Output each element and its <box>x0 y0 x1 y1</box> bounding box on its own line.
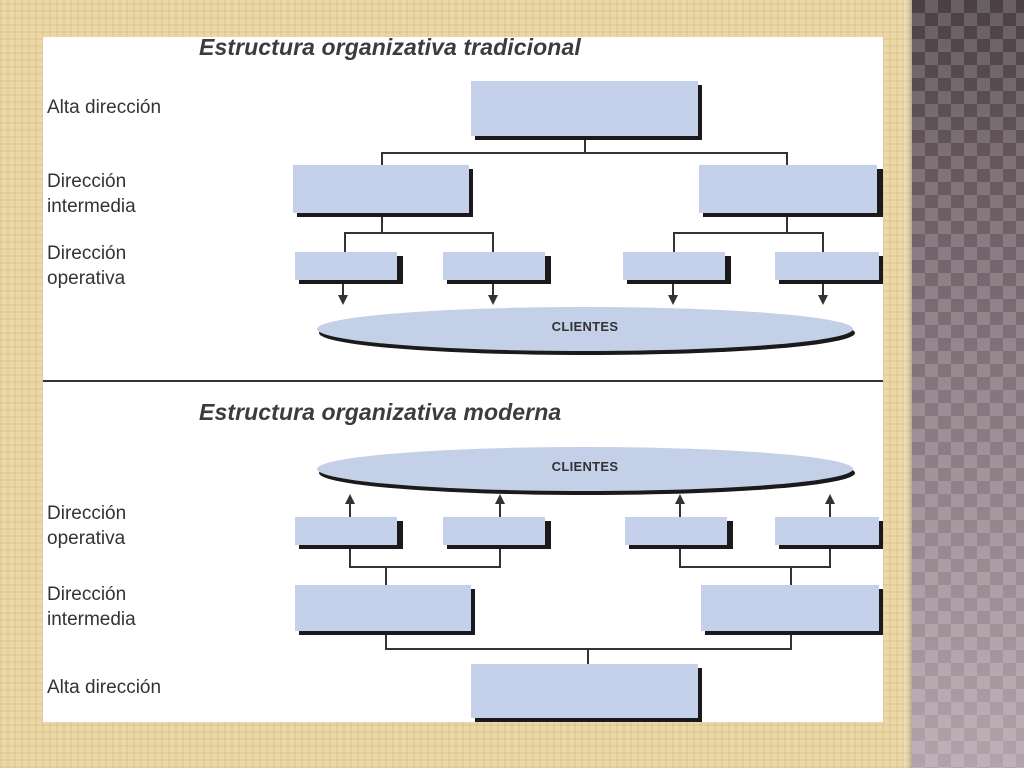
traditional-title: Estructura organizativa tradicional <box>199 34 581 60</box>
direccion-operativa-box <box>623 252 725 280</box>
traditional-intermedia-label: Dirección intermedia <box>47 169 136 219</box>
level-label-line: Dirección <box>47 171 127 192</box>
direccion-operativa-box <box>625 517 727 545</box>
direccion-intermedia-box <box>701 585 879 631</box>
clientes-ellipse <box>317 447 853 491</box>
org-structure-figure: Estructura organizativa tradicional Alta… <box>43 34 883 722</box>
traditional-operativa-label: Dirección operativa <box>47 241 126 291</box>
direccion-operativa-box <box>443 252 545 280</box>
direccion-intermedia-box <box>293 165 469 213</box>
alta-direccion-box <box>471 664 698 718</box>
traditional-connectors <box>344 138 824 252</box>
traditional-diagram <box>293 81 883 355</box>
direccion-operativa-box <box>295 517 397 545</box>
modern-diagram <box>295 447 883 722</box>
modern-operativa-label: Dirección operativa <box>47 501 126 551</box>
direccion-operativa-box <box>443 517 545 545</box>
traditional-clientes-label: CLIENTES <box>551 319 619 334</box>
modern-clientes-label: CLIENTES <box>551 459 619 474</box>
traditional-alta-label: Alta dirección <box>47 95 161 120</box>
modern-connectors <box>349 547 831 664</box>
modern-intermedia-label: Dirección intermedia <box>47 582 136 632</box>
direccion-intermedia-box <box>295 585 471 631</box>
level-label-line: operativa <box>47 528 126 549</box>
direccion-operativa-box <box>775 252 879 280</box>
direccion-operativa-box <box>295 252 397 280</box>
modern-title: Estructura organizativa moderna <box>199 399 562 425</box>
level-label-line: Dirección <box>47 243 127 264</box>
level-label-line: Dirección <box>47 503 127 524</box>
traditional-arrows <box>338 282 828 305</box>
clientes-ellipse <box>317 307 853 351</box>
org-diagram-svg <box>43 81 883 722</box>
decorative-side-panel <box>912 0 1024 768</box>
level-label-line: Dirección <box>47 584 127 605</box>
direccion-intermedia-box <box>699 165 877 213</box>
level-label-line: Alta dirección <box>47 97 162 118</box>
side-panel-edge <box>904 0 912 768</box>
level-label-line: operativa <box>47 268 126 289</box>
modern-alta-label: Alta dirección <box>47 675 161 700</box>
alta-direccion-box <box>471 81 698 136</box>
level-label-line: intermedia <box>47 609 136 630</box>
level-label-line: intermedia <box>47 196 136 217</box>
modern-arrows <box>345 494 835 517</box>
level-label-line: Alta dirección <box>47 677 162 698</box>
direccion-operativa-box <box>775 517 879 545</box>
